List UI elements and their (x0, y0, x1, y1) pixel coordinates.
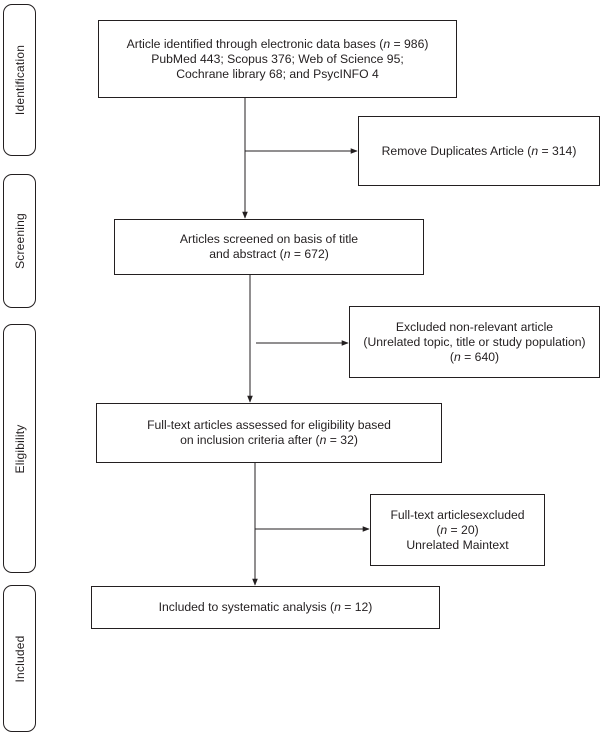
box-included: Included to systematic analysis (n = 12) (91, 586, 440, 629)
box-screened-line1: Articles screened on basis of title (179, 232, 359, 246)
box-duplicates-line1: Remove Duplicates Article (n = 314) (381, 143, 577, 158)
box-included-line1: Included to systematic analysis (n = 12) (158, 600, 373, 614)
box-identified-line1: Article identified through electronic da… (126, 36, 429, 51)
phase-identification: Identification (3, 4, 36, 156)
box-fulltext-assessed: Full-text articles assessed for eligibil… (96, 403, 442, 463)
phase-included: Included (3, 585, 36, 732)
box-identified-line2: PubMed 443; Scopus 376; Web of Science 9… (151, 51, 404, 66)
box-screened: Articles screened on basis of title and … (114, 219, 424, 275)
box-fulltext-excluded: Full-text articlesexcluded (n = 20) Unre… (370, 494, 545, 566)
box-excluded-nonrelevant-line1: Excluded non-relevant article (395, 319, 554, 334)
phase-screening: Screening (3, 174, 36, 308)
box-fulltext-assessed-line2: on inclusion criteria after (n = 32) (180, 433, 358, 447)
box-identified-line3: Cochrane library 68; and PsycINFO 4 (176, 66, 379, 81)
box-identified: Article identified through electronic da… (98, 20, 457, 98)
box-duplicates: Remove Duplicates Article (n = 314) (358, 116, 600, 186)
phase-eligibility: Eligibility (3, 324, 36, 573)
box-fulltext-excluded-line3: Unrelated Maintext (406, 537, 509, 552)
box-screened-line2: and abstract (n = 672) (209, 247, 329, 261)
box-excluded-nonrelevant-line2: (Unrelated topic, title or study populat… (363, 334, 586, 349)
box-excluded-nonrelevant-line3: (n = 640) (449, 349, 500, 364)
box-excluded-nonrelevant: Excluded non-relevant article (Unrelated… (349, 306, 600, 378)
box-fulltext-excluded-line1: Full-text articlesexcluded (390, 507, 525, 522)
box-fulltext-assessed-line1: Full-text articles assessed for eligibil… (147, 418, 391, 432)
box-fulltext-excluded-line2: (n = 20) (436, 522, 479, 537)
